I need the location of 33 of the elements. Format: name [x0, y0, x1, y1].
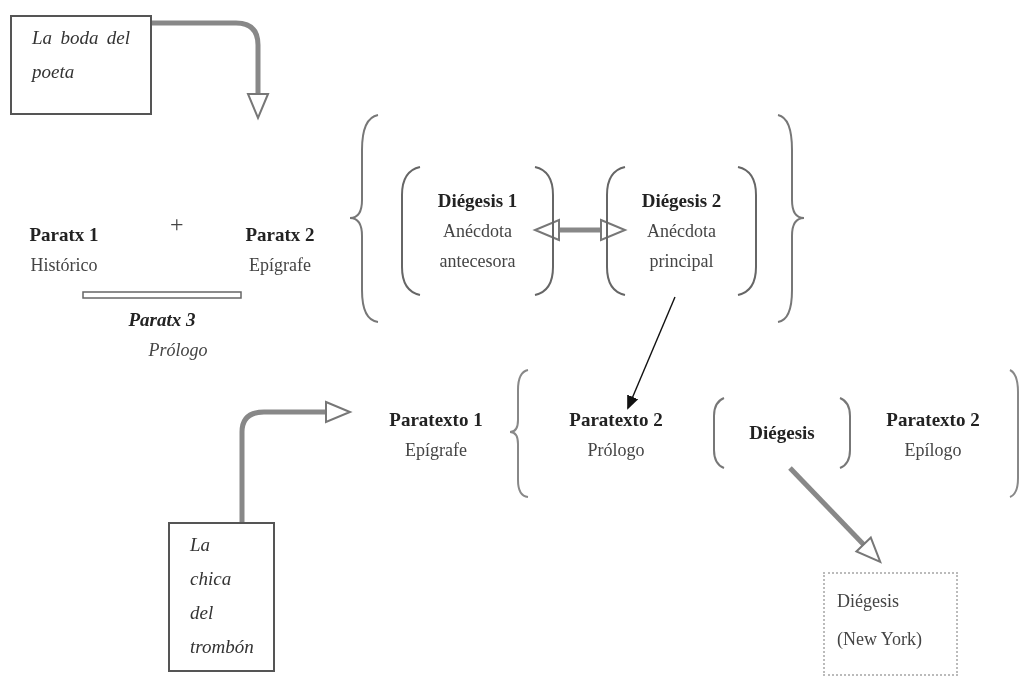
subtitle-text: Prólogo	[147, 339, 208, 362]
heading-text: Paratexto 1	[389, 408, 483, 432]
heading-text: Diégesis 2	[641, 189, 722, 213]
italic-caption: La chica del trombón	[190, 533, 253, 659]
bracketed-group	[398, 165, 557, 297]
arrow	[788, 466, 882, 563]
text-line: (New York)	[837, 628, 923, 651]
heading-text: Paratx 2	[245, 223, 315, 247]
subtitle-text: Prólogo	[587, 439, 645, 462]
arrow	[627, 296, 676, 410]
subtitle-text: Epílogo	[904, 439, 962, 462]
heading-text: Paratx 1	[29, 223, 99, 247]
arrow	[534, 219, 626, 241]
heading-text: Paratx 3	[128, 308, 196, 332]
arrow	[239, 401, 351, 522]
title-box	[168, 522, 275, 672]
heading-text: Paratexto 2	[886, 408, 980, 432]
italic-caption: La boda del poeta	[32, 26, 130, 84]
title-box	[10, 15, 152, 115]
heading-text: Paratexto 2	[569, 408, 663, 432]
heading-text: Diégesis 1	[437, 189, 518, 213]
heading-text: Diégesis	[749, 421, 815, 445]
text-line: Diégesis	[837, 590, 900, 613]
subtitle-text: Histórico	[30, 254, 98, 277]
parenthesized-group	[712, 396, 852, 470]
subtitle-text: Anécdota principal	[646, 220, 717, 273]
subtitle-text: Anécdota antecesora	[438, 220, 517, 273]
bracketed-group	[603, 165, 760, 297]
subtitle-text: Epígrafe	[405, 439, 467, 462]
subtitle-text: Epígrafe	[249, 254, 311, 277]
plus-sign: +	[170, 210, 184, 239]
arrow	[152, 20, 269, 119]
dotted-box	[823, 572, 958, 676]
